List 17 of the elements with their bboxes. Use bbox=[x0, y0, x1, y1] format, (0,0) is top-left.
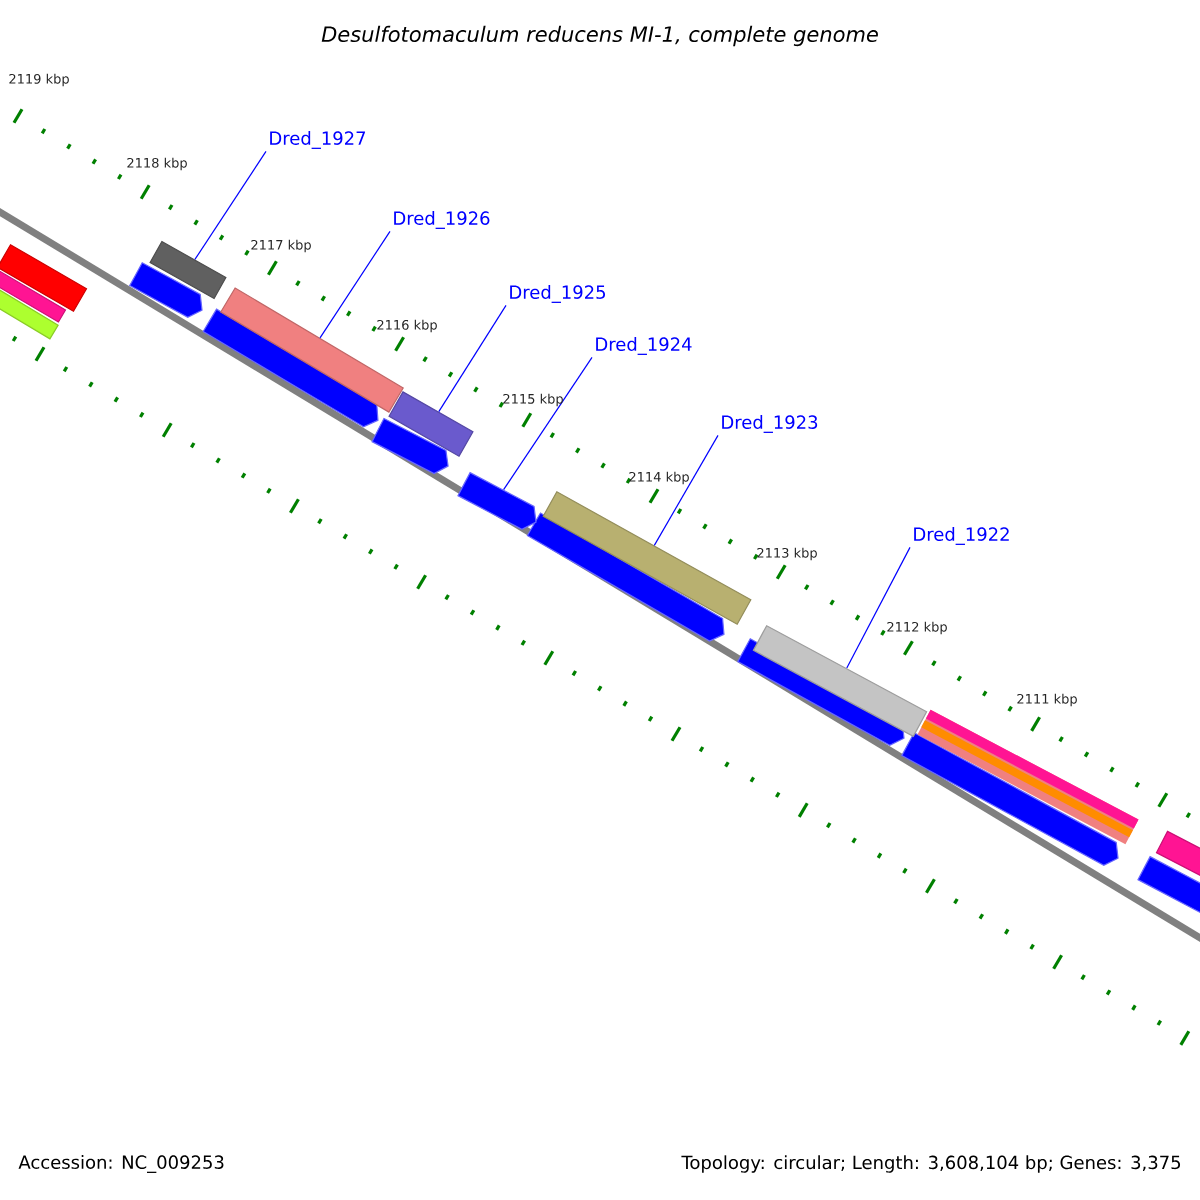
leader-line bbox=[846, 546, 911, 669]
gene-label: Dred_1927 bbox=[270, 131, 366, 149]
gene-label: Dred_1922 bbox=[914, 527, 1009, 545]
gene-label: Dred_1926 bbox=[394, 211, 490, 229]
leader-line bbox=[438, 304, 507, 413]
leader-line bbox=[653, 434, 719, 546]
title: Desulfotomaculum reducens MI-1, complete genome bbox=[321, 25, 878, 47]
leader-line bbox=[319, 230, 391, 339]
gene-label: Dred_1923 bbox=[722, 415, 818, 433]
gene-label: Dred_1925 bbox=[510, 285, 605, 303]
leader-line bbox=[194, 150, 267, 261]
gene-label: Dred_1924 bbox=[596, 337, 692, 355]
gene-block bbox=[388, 391, 474, 457]
genome-info-text: Topology: circular; Length: 3,608,104 bp; Genes: 3,375 bbox=[681, 1155, 1181, 1173]
accession-text: Accession: NC_009253 bbox=[18, 1155, 224, 1173]
leader-line bbox=[503, 356, 593, 491]
gene-block bbox=[149, 240, 227, 300]
